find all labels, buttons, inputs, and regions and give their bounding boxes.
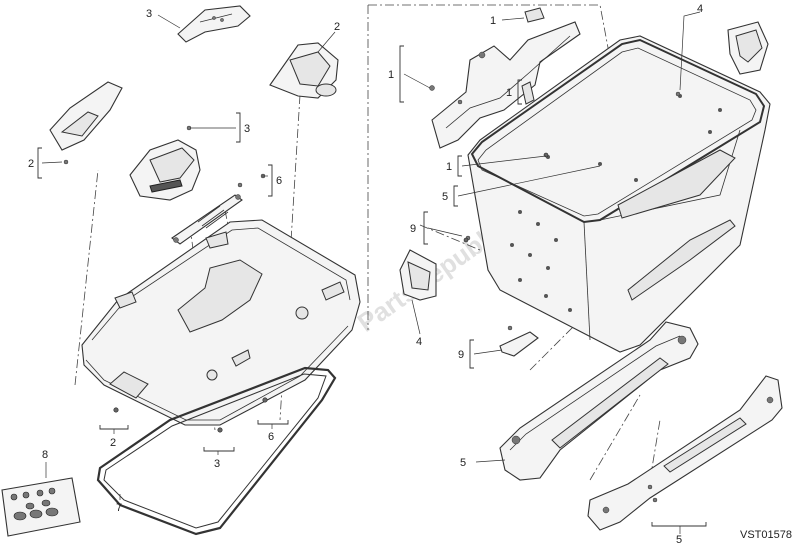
lid-seal-7 [96,366,337,536]
callout-8: 8 [42,449,48,461]
screws [113,152,549,433]
callout-2-bottom: 2 [110,437,116,449]
callout-4-top-right: 4 [697,3,703,15]
top-cover-bracket-3 [177,5,251,43]
callout-6-bottom: 6 [268,431,274,443]
callout-2-top-right: 2 [334,21,340,33]
bottom-rail-5 [499,321,699,481]
callout-5-lower: 5 [676,534,682,544]
callout-7: 7 [116,502,122,514]
lower-bracket-5 [587,375,783,531]
drawing-code: VST01578 [740,529,792,541]
callout-1-top: 1 [490,15,496,27]
callout-1-lower: 1 [446,161,452,173]
callout-6-mid: 6 [276,175,282,187]
clip-9 [499,325,539,357]
callout-5-rail: 5 [460,457,466,469]
leader-lines [37,11,707,534]
mounting-plate-1 [429,7,581,149]
lid-cover-3 [129,125,201,201]
callout-2-left: 2 [28,158,34,170]
callout-1-left: 1 [388,69,394,81]
hardware-kit-8 [1,477,81,537]
callout-labels: 3 2 2 3 6 2 3 6 8 7 1 1 1 1 5 4 9 4 9 5 … [28,3,703,544]
side-bracket-2 [49,81,123,165]
callout-3-bottom: 3 [214,458,220,470]
top-latch-4 [675,21,769,97]
callout-3-mid: 3 [244,123,250,135]
callout-9-top: 9 [410,223,416,235]
rear-bracket-2 [269,42,339,99]
callout-9-bottom: 9 [458,349,464,361]
callout-5-mid: 5 [442,191,448,203]
callout-3-top: 3 [146,8,152,20]
callout-1-right: 1 [506,87,512,99]
side-latch-4 [399,235,471,301]
pannier-lid [81,219,361,426]
callout-4-side: 4 [416,336,422,348]
pannier-body [467,35,771,353]
